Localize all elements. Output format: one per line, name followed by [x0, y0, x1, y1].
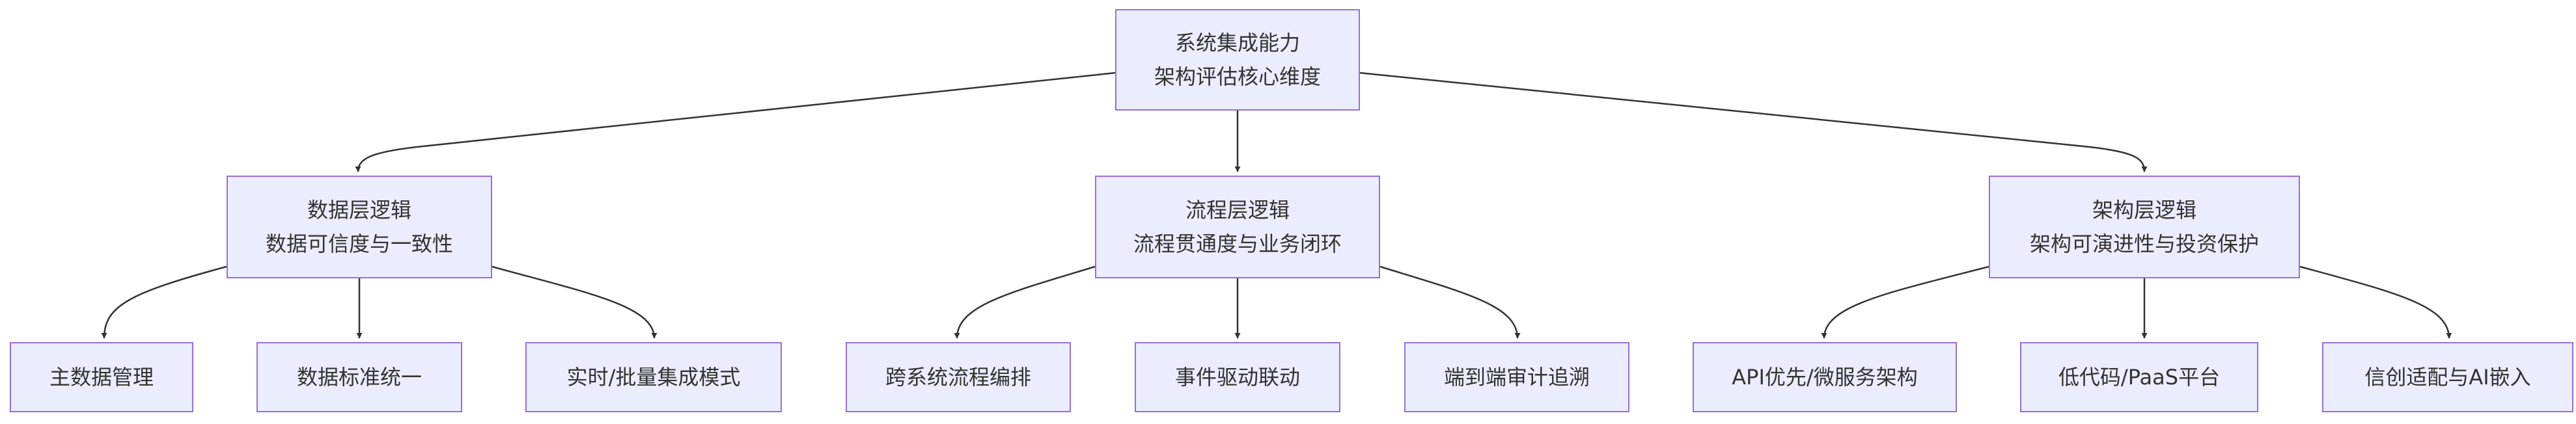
edge-root-to-data-layer — [355, 72, 1116, 172]
root-node-title: 系统集成能力 — [1174, 31, 1300, 55]
edge-data-layer-to-master-data — [101, 265, 227, 339]
leaf-label: 信创适配与AI嵌入 — [2364, 365, 2531, 390]
leaf-label: 实时/批量集成模式 — [566, 365, 741, 390]
leaf-label: API优先/微服务架构 — [1732, 365, 1918, 390]
leaf-master-data-management: 主数据管理 — [10, 342, 193, 412]
edge-process-layer-to-audit-trace — [1379, 265, 1521, 339]
data-layer-title: 数据层逻辑 — [307, 198, 411, 222]
leaf-event-driven-linkage: 事件驱动联动 — [1135, 342, 1340, 412]
leaf-label: 主数据管理 — [49, 365, 154, 390]
edge-architecture-layer-to-xinchuang-ai — [2299, 265, 2452, 339]
data-layer-node: 数据层逻辑 数据可信度与一致性 — [227, 176, 492, 278]
leaf-api-first-microservices: API优先/微服务架构 — [1693, 342, 1957, 412]
leaf-end-to-end-audit: 端到端审计追溯 — [1404, 342, 1629, 412]
leaf-low-code-paas: 低代码/PaaS平台 — [2020, 342, 2258, 412]
edge-data-layer-to-integration-mode — [492, 265, 658, 339]
root-node-subtitle: 架构评估核心维度 — [1154, 64, 1321, 89]
leaf-xinchuang-ai-embedding: 信创适配与AI嵌入 — [2322, 342, 2573, 412]
edge-architecture-layer-to-api-first — [1821, 265, 1989, 339]
leaf-data-standard-unification: 数据标准统一 — [256, 342, 462, 412]
leaf-label: 数据标准统一 — [296, 365, 422, 390]
root-node: 系统集成能力 架构评估核心维度 — [1115, 9, 1360, 111]
edge-root-to-architecture-layer — [1359, 72, 2148, 172]
architecture-layer-title: 架构层逻辑 — [2092, 198, 2196, 222]
leaf-realtime-batch-integration: 实时/批量集成模式 — [525, 342, 782, 412]
edge-process-layer-to-orchestration — [954, 265, 1096, 339]
leaf-label: 低代码/PaaS平台 — [2058, 365, 2221, 390]
process-layer-title: 流程层逻辑 — [1185, 198, 1290, 222]
leaf-label: 端到端审计追溯 — [1443, 365, 1590, 390]
architecture-layer-node: 架构层逻辑 架构可演进性与投资保护 — [1989, 176, 2300, 278]
leaf-label: 跨系统流程编排 — [885, 365, 1031, 390]
architecture-layer-subtitle: 架构可演进性与投资保护 — [2029, 232, 2259, 256]
process-layer-node: 流程层逻辑 流程贯通度与业务闭环 — [1095, 176, 1380, 278]
leaf-cross-system-orchestration: 跨系统流程编排 — [846, 342, 1071, 412]
leaf-label: 事件驱动联动 — [1174, 365, 1300, 390]
process-layer-subtitle: 流程贯通度与业务闭环 — [1133, 232, 1342, 256]
data-layer-subtitle: 数据可信度与一致性 — [265, 232, 453, 256]
